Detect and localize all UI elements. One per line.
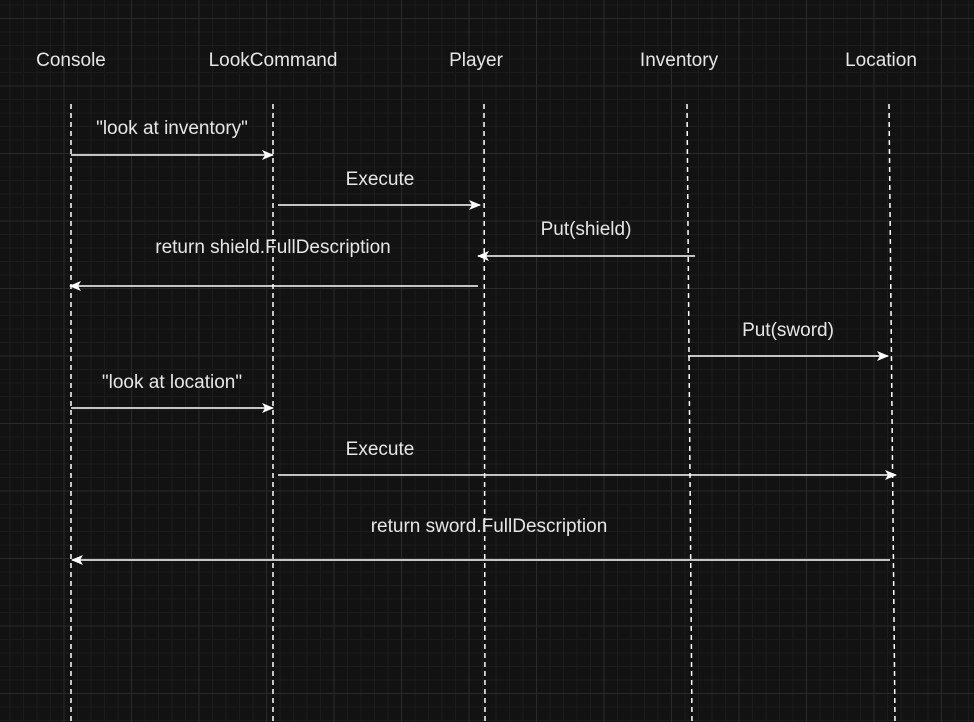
message-label-execute-location: Execute bbox=[345, 439, 415, 460]
participant-player: Player bbox=[449, 50, 503, 71]
participant-location: Location bbox=[845, 50, 917, 71]
participant-lookcommand: LookCommand bbox=[208, 50, 338, 71]
message-label-return-sword: return sword.FullDescription bbox=[370, 516, 608, 537]
message-label-put-sword: Put(sword) bbox=[742, 320, 834, 341]
message-label-look-at-location: "look at location" bbox=[101, 372, 243, 393]
participant-console: Console bbox=[36, 50, 106, 71]
lifeline-player bbox=[483, 103, 486, 722]
message-label-execute-player: Execute bbox=[345, 169, 415, 190]
lifeline-location bbox=[888, 103, 896, 722]
message-label-return-shield: return shield.FullDescription bbox=[155, 237, 391, 258]
message-label-look-at-inventory: "look at inventory" bbox=[96, 118, 248, 139]
participant-inventory: Inventory bbox=[639, 50, 719, 71]
message-label-put-shield: Put(shield) bbox=[540, 219, 632, 240]
lifeline-inventory bbox=[686, 103, 693, 722]
